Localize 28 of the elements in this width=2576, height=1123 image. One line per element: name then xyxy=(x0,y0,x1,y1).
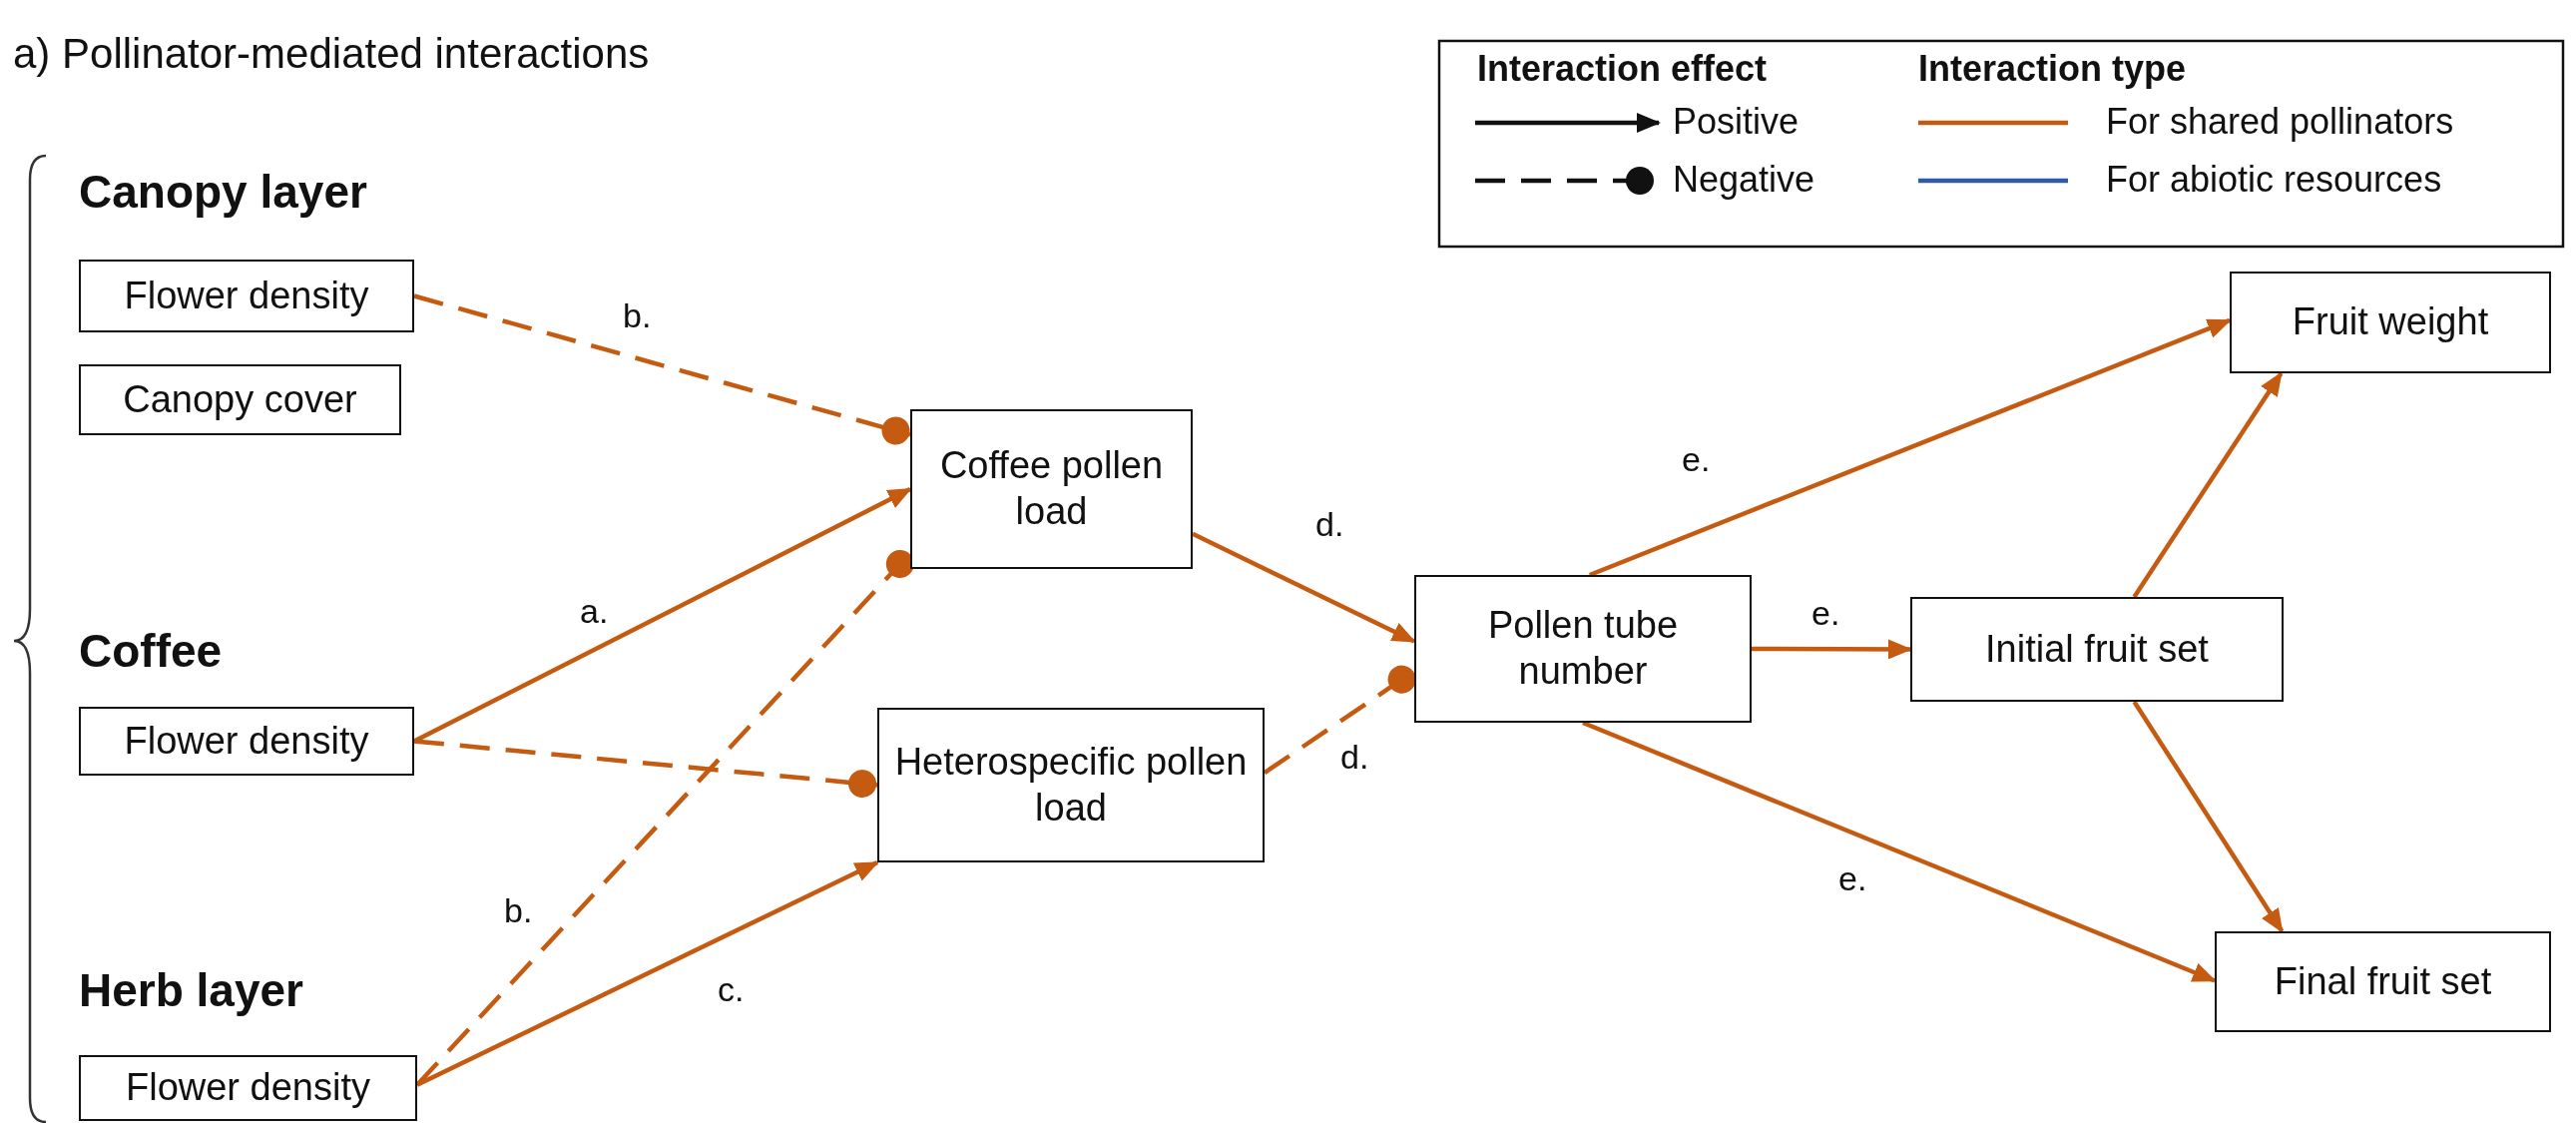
variable-box: Canopy cover xyxy=(79,364,401,435)
group-heading: Coffee xyxy=(79,624,223,678)
dashed-connector xyxy=(413,739,878,799)
connector xyxy=(2132,371,2284,599)
legend-heading: Interaction type xyxy=(1918,48,2187,90)
variable-box: Heterospecific pollen load xyxy=(877,708,1265,862)
legend-text: For abiotic resources xyxy=(2106,159,2442,201)
variable-box: Final fruit set xyxy=(2215,931,2551,1032)
legend-text: For shared pollinators xyxy=(2106,101,2454,143)
variable-box: Flower density xyxy=(79,1055,417,1121)
variable-box: Flower density xyxy=(79,707,414,776)
group-heading: Herb layer xyxy=(79,963,303,1017)
connector xyxy=(1192,531,1416,644)
variable-box: Pollen tube number xyxy=(1414,575,1752,723)
variable-box: Initial fruit set xyxy=(1910,597,2284,702)
variable-box: Coffee pollen load xyxy=(910,409,1193,569)
variable-box: Fruit weight xyxy=(2230,272,2551,373)
connector xyxy=(1752,639,1912,660)
group-heading: Canopy layer xyxy=(79,165,367,219)
connector xyxy=(1588,317,2232,578)
connector xyxy=(2132,700,2285,933)
connector xyxy=(416,859,879,1087)
legend-text: Negative xyxy=(1673,159,1815,201)
legend-heading: Interaction effect xyxy=(1477,48,1768,90)
variable-box: Flower density xyxy=(79,260,414,332)
panel-title: a) Pollinator-mediated interactions xyxy=(13,30,650,78)
dashed-connector xyxy=(413,293,911,445)
legend-text: Positive xyxy=(1673,101,1800,143)
